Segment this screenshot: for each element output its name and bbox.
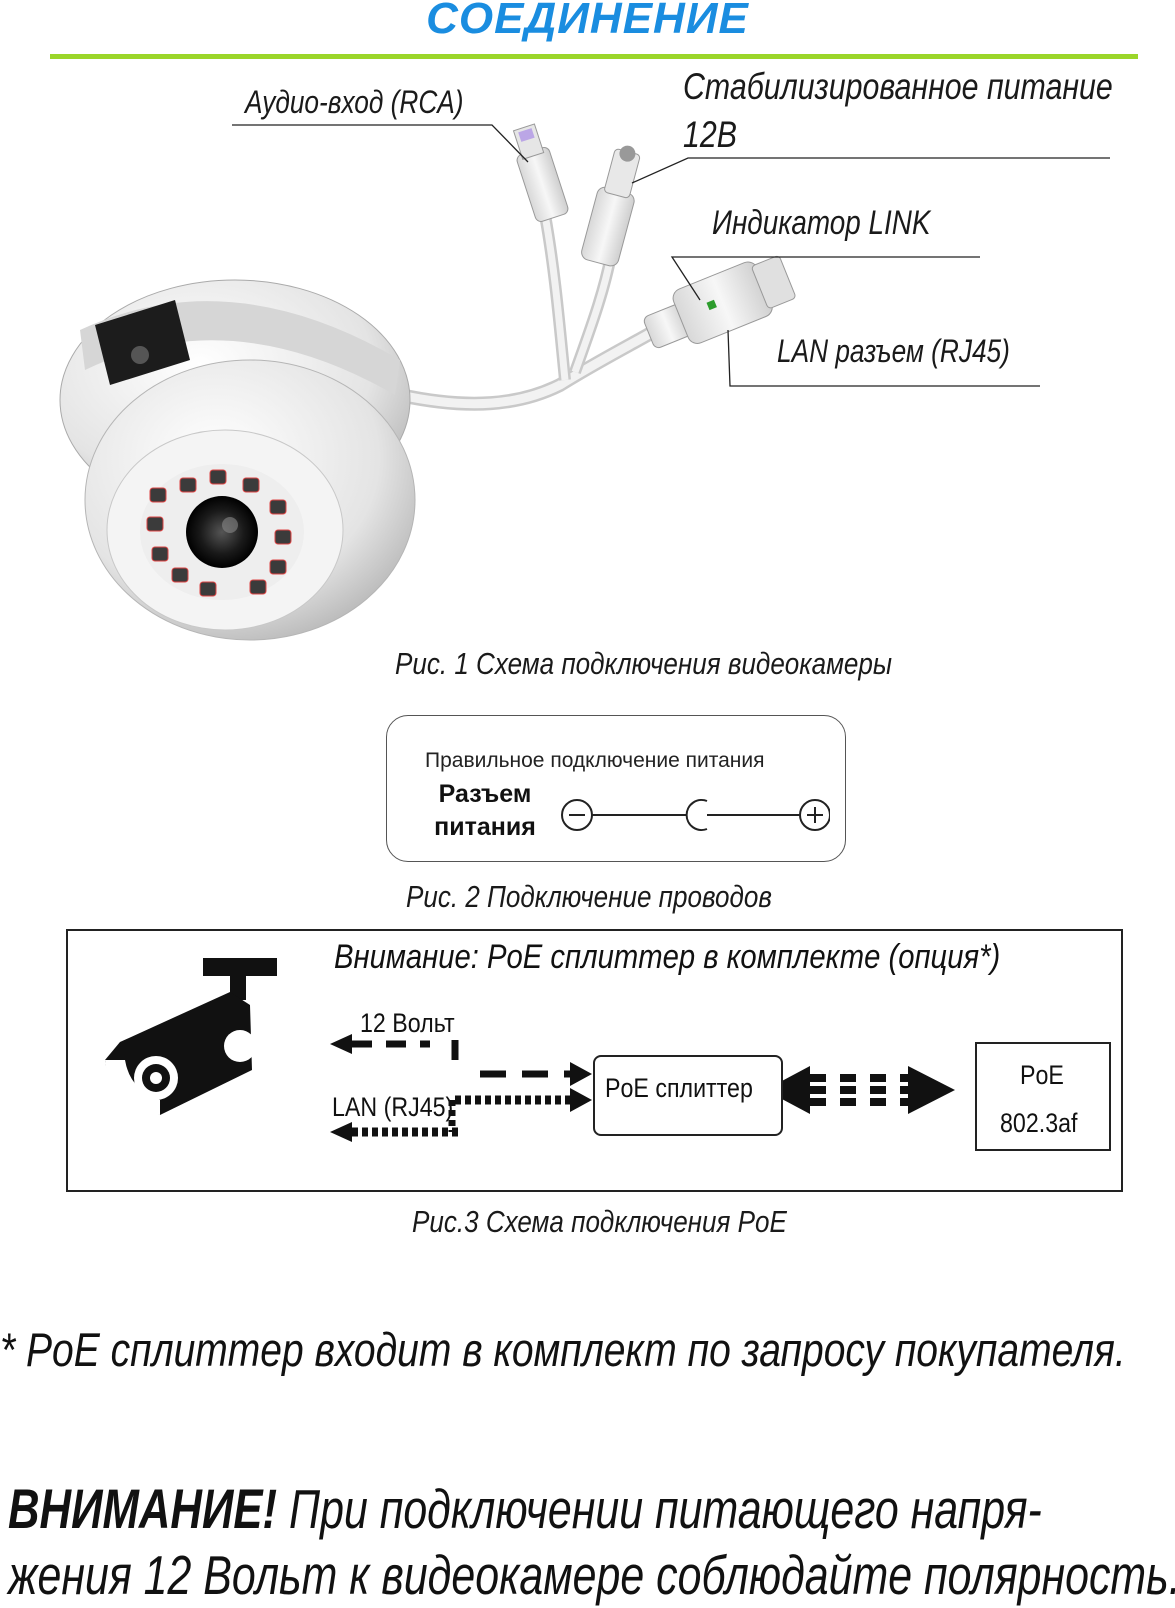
- poe-source-box: [975, 1042, 1111, 1151]
- power-polarity-box: [386, 715, 846, 862]
- poe-splitter-label: PoE сплиттер: [605, 1073, 753, 1103]
- page-title: СОЕДИНЕНИЕ: [426, 0, 749, 43]
- volt-label: 12 Вольт: [360, 1008, 455, 1038]
- link-indicator-label: Индикатор LINK: [712, 204, 931, 242]
- cctv-camera-icon: [105, 958, 277, 1115]
- figure2-caption: Рис. 2 Подключение проводов: [406, 879, 772, 914]
- power-connector-line2: питания: [434, 813, 536, 841]
- splitter-footnote: * PoE сплиттер входит в комплект по запр…: [0, 1323, 1126, 1376]
- lan-label: LAN (RJ45): [332, 1092, 454, 1122]
- warning-text-line1: При подключении питающего напря-: [277, 1478, 1042, 1540]
- lan-connector-label: LAN разъем (RJ45): [777, 333, 1010, 369]
- poe-source-label: PoE: [1020, 1060, 1064, 1090]
- poe-standard-label: 802.3af: [1000, 1108, 1078, 1138]
- figure3-caption: Рис.3 Схема подключения PoE: [412, 1204, 787, 1239]
- center-pin-icon: [685, 799, 708, 831]
- power-label-line1: Стабилизированное питание: [683, 66, 1113, 107]
- warning-text-line2: жения 12 Вольт к видеокамере соблюдайте …: [8, 1544, 1175, 1606]
- warning-heading: ВНИМАНИЕ!: [8, 1477, 278, 1540]
- polarity-symbol: [561, 799, 830, 831]
- poe-wiring-arrows: [330, 1034, 955, 1142]
- polarity-warning: ВНИМАНИЕ! При подключении питающего напр…: [8, 1476, 1175, 1608]
- power-polarity-heading: Правильное подключение питания: [425, 749, 765, 772]
- camera-illustration: [59, 123, 1110, 641]
- title-underline: [50, 54, 1138, 59]
- power-connector-line1: Разъем: [438, 780, 532, 808]
- audio-input-label: Аудио-вход (RCA): [245, 84, 464, 120]
- poe-attention-title: Внимание: PoE сплиттер в комплекте (опци…: [334, 938, 1001, 976]
- power-label-line2: 12В: [683, 114, 737, 155]
- figure1-caption: Рис. 1 Схема подключения видеокамеры: [395, 646, 893, 681]
- power-connector-label: Разъем питания: [425, 778, 545, 844]
- poe-splitter-box: [593, 1055, 783, 1136]
